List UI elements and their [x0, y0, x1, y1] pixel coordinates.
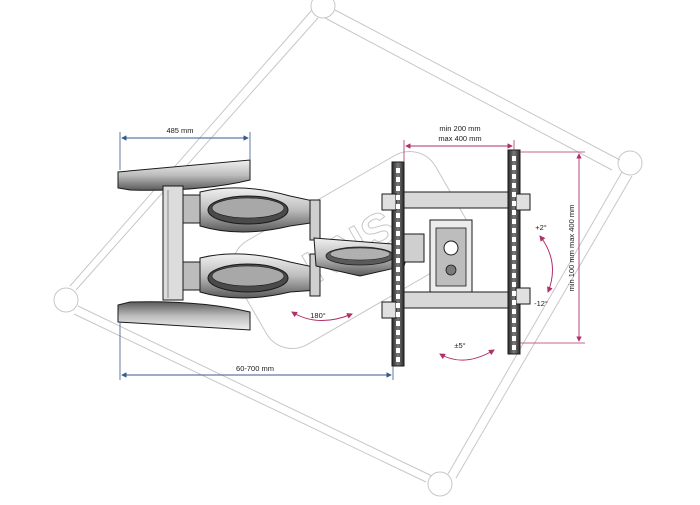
rail-slot	[396, 231, 400, 236]
rail-slot	[396, 339, 400, 344]
rail-slot	[512, 273, 516, 278]
rail-slot	[512, 192, 516, 197]
rail-slot	[512, 345, 516, 350]
rail-slot	[512, 327, 516, 332]
dimension-extension	[119, 322, 394, 380]
label-vesa-h-min: min 200 mm	[439, 124, 480, 133]
label-rotation: ±5°	[454, 341, 465, 350]
rail-slot	[396, 204, 400, 209]
tilt-arc	[539, 235, 553, 293]
rail-slot	[512, 237, 516, 242]
label-arm-width: 485 mm	[166, 126, 193, 135]
rail-slot	[512, 309, 516, 314]
rail-slot	[512, 183, 516, 188]
rail-slot	[396, 258, 400, 263]
rail-slot	[396, 222, 400, 227]
rail-slot	[396, 285, 400, 290]
articulating-arm-outer	[313, 233, 425, 277]
rail-slot	[512, 165, 516, 170]
rail-slot	[512, 201, 516, 206]
wall-plate	[117, 159, 251, 331]
label-vesa-h-max: max 400 mm	[438, 134, 481, 143]
rail-slot	[512, 291, 516, 296]
rail-slot	[396, 294, 400, 299]
label-extension: 60-700 mm	[236, 364, 274, 373]
rail-slot	[396, 321, 400, 326]
rail-slot	[512, 156, 516, 161]
vesa-bracket	[394, 191, 516, 309]
rail-slot	[512, 174, 516, 179]
rail-slot	[396, 357, 400, 362]
rail-slot	[512, 246, 516, 251]
rail-slot	[512, 264, 516, 269]
rail-slot	[512, 282, 516, 287]
rail-slot	[396, 303, 400, 308]
label-vesa-vertical: min 100 mm max 400 mm	[567, 205, 576, 292]
vesa-rail-left	[381, 161, 405, 367]
rail-slot	[512, 336, 516, 341]
rail-slot	[396, 168, 400, 173]
rail-slot	[512, 318, 516, 323]
rail-slot	[396, 249, 400, 254]
dimension-arm-width	[119, 132, 251, 170]
rail-slot	[396, 276, 400, 281]
articulating-arm-upper	[182, 187, 321, 241]
rail-slot	[512, 219, 516, 224]
rail-slot	[396, 240, 400, 245]
rail-slot	[396, 267, 400, 272]
rail-slot	[512, 300, 516, 305]
rotation-arc	[439, 349, 495, 361]
rail-slot	[396, 195, 400, 200]
rail-slot	[396, 330, 400, 335]
rail-slot	[512, 228, 516, 233]
label-tilt-up: +2°	[535, 223, 547, 232]
rail-slot	[396, 348, 400, 353]
rail-slot	[396, 186, 400, 191]
dimension-vesa-vertical	[520, 151, 585, 344]
swivel-arc	[291, 311, 353, 322]
rail-slot	[396, 213, 400, 218]
rail-slot	[396, 177, 400, 182]
label-tilt-down: -12°	[534, 299, 548, 308]
label-swivel: 180°	[310, 311, 326, 320]
vesa-rail-right	[507, 149, 531, 355]
rail-slot	[396, 312, 400, 317]
dimension-vesa-horizontal	[403, 140, 515, 162]
rail-slot	[512, 255, 516, 260]
articulating-arm-lower	[182, 253, 321, 299]
rail-slot	[512, 210, 516, 215]
